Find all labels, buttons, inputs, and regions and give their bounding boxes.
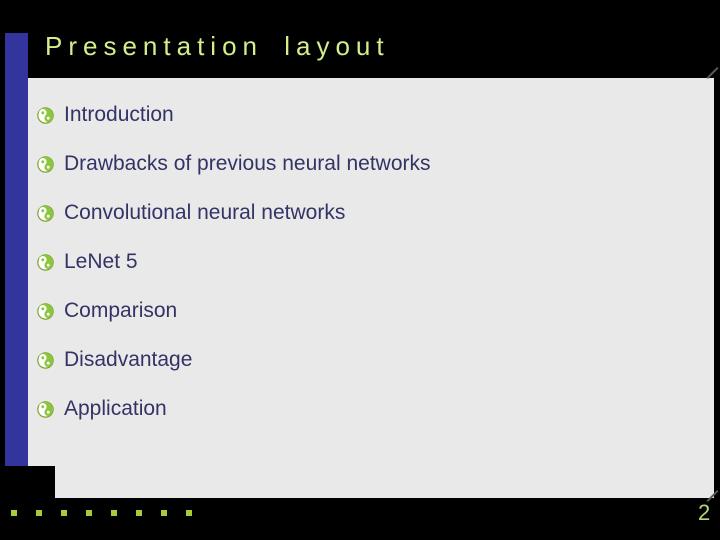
list-item-label: Comparison [64,299,178,322]
page-number: 2 [698,500,711,525]
footer-square-icon [61,510,67,516]
list-item: Application [37,397,431,420]
list-item: LeNet 5 [37,250,431,273]
footer-square-icon [186,510,192,516]
list-item-label: Application [64,397,167,420]
footer-square-icon [161,510,167,516]
footer-square-icon [36,510,42,516]
slide-title: Presentation layout [45,31,390,61]
yin-yang-icon [37,253,54,271]
list-item: Drawbacks of previous neural networks [37,152,431,175]
footer-square-icon [86,510,92,516]
list-item: Comparison [37,299,431,322]
list-item-label: Convolutional neural networks [64,201,346,224]
footer-dots [11,510,192,516]
yin-yang-icon [37,204,54,222]
footer-square-icon [11,510,17,516]
yin-yang-icon [37,400,54,418]
footer-square-icon [136,510,142,516]
list-item-label: Drawbacks of previous neural networks [64,152,431,175]
list-item: Introduction [37,103,431,126]
yin-yang-icon [37,351,54,369]
agenda-list: Introduction Drawbacks of previous neura… [37,103,431,447]
content-panel [28,78,714,498]
list-item-label: Introduction [64,103,174,126]
list-item: Disadvantage [37,348,431,371]
list-item-label: Disadvantage [64,348,193,371]
panel-corner-notch [28,466,55,498]
footer-square-icon [111,510,117,516]
list-item-label: LeNet 5 [64,250,138,273]
accent-bar [5,33,28,466]
yin-yang-icon [37,155,54,173]
yin-yang-icon [37,106,54,124]
yin-yang-icon [37,302,54,320]
list-item: Convolutional neural networks [37,201,431,224]
